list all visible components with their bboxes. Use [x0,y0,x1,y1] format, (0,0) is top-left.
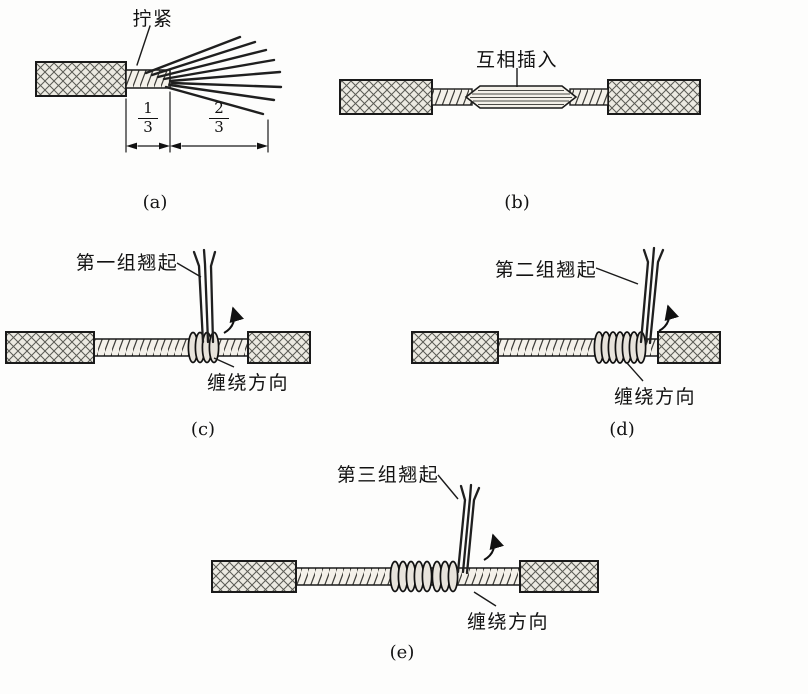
winding-direction-label-c: 缠绕方向 [206,372,290,394]
dimension-lines [125,91,269,153]
left-wire-insulation [339,79,433,115]
fraction-one-third-denominator: 3 [143,118,153,137]
winding-direction-arrow [658,304,679,332]
third-group-label: 第三组翘起 [336,464,440,486]
lifted-strand-group [456,483,481,575]
group-label-leader-line [437,474,459,500]
caption-d: (d) [609,419,635,440]
direction-label-leader-line [473,591,497,607]
direction-label-leader-line [213,357,235,368]
winding-direction-label-d: 缠绕方向 [613,386,697,408]
panel-d-drawing [411,246,721,382]
winding-direction-arrow [223,306,244,334]
caption-a: (a) [142,192,168,213]
caption-c: (c) [190,419,216,440]
fraction-one-third: 1 3 [135,99,161,137]
dimension-arrowheads [126,142,268,150]
fraction-two-thirds-numerator: 2 [209,99,229,120]
fanned-strands [144,35,283,116]
second-group-label: 第二组翘起 [494,259,598,281]
left-wire-insulation [411,331,499,364]
left-wire-insulation [211,560,297,593]
lifted-strand-group [639,246,665,345]
winding-direction-arrow [483,533,504,561]
panel-b-drawing [339,68,701,115]
fraction-one-third-numerator: 1 [138,99,158,120]
insert-label: 互相插入 [475,49,559,71]
group-label-leader-line [176,262,202,278]
lifted-strand-group [192,248,217,344]
panel-e-drawing [211,474,599,607]
wrap-coil [389,560,459,593]
direction-label-leader-line [626,362,644,382]
caption-e: (e) [389,642,415,663]
panel-a-drawing [35,25,283,153]
right-wire-insulation [657,331,721,364]
fraction-two-thirds-denominator: 3 [214,118,224,137]
right-wire-insulation [247,331,311,364]
first-group-label: 第一组翘起 [75,252,179,274]
twist-label-leader-line [136,25,151,66]
fraction-two-thirds: 2 3 [206,99,232,137]
joint-strand-lines [470,89,572,106]
caption-b: (b) [504,192,530,213]
left-wire-insulation [5,331,95,364]
panel-c-drawing [5,248,311,368]
wrap-coil [593,331,647,364]
twist-tight-label: 拧紧 [132,8,174,30]
group-label-leader-line [595,267,639,285]
right-wire-insulation [607,79,701,115]
winding-direction-label-e: 缠绕方向 [466,611,550,633]
bare-conductor [93,338,251,357]
wire-insulation [35,61,127,97]
right-wire-insulation [519,560,599,593]
